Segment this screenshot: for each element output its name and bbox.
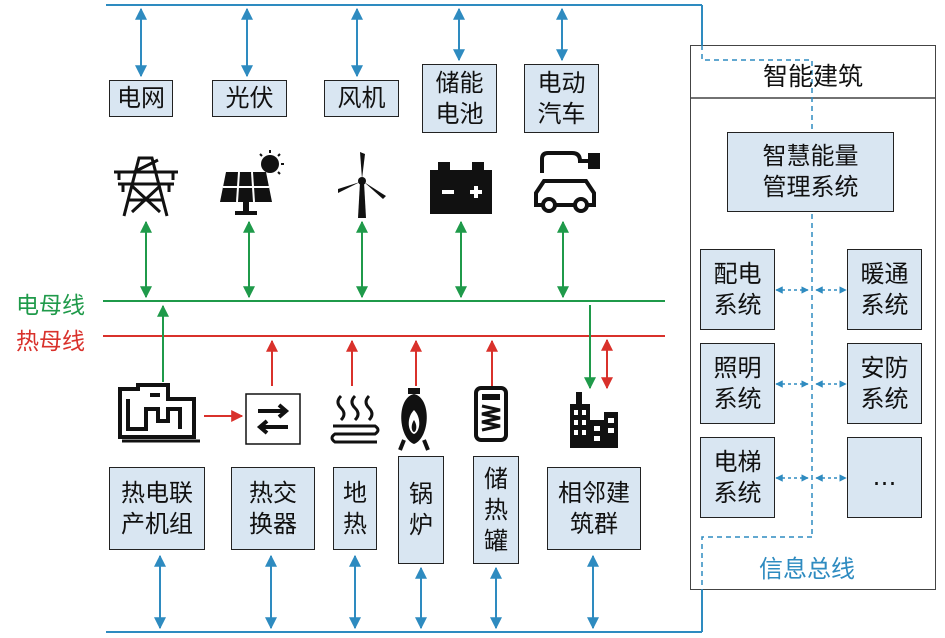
subsystem-hvac: 暖通 系统 (847, 249, 922, 330)
geothermal-icon (330, 394, 380, 444)
heat-bus-label: 热母线 (16, 329, 85, 355)
chp-unit-icon (118, 383, 200, 443)
source-box-pv: 光伏 (212, 80, 287, 117)
electric-car-icon (534, 151, 600, 213)
heat-storage-tank-icon (474, 386, 508, 442)
subsystem-power-distribution: 配电 系统 (700, 249, 775, 330)
subsystem-elevator: 电梯 系统 (700, 437, 775, 518)
transmission-tower-icon (114, 156, 178, 217)
load-box-heat-exchanger: 热交 换器 (231, 467, 315, 550)
load-box-heat-storage: 储 热 罐 (473, 456, 519, 564)
energy-management-box: 智慧能量 管理系统 (727, 132, 894, 212)
boiler-icon (398, 388, 430, 451)
subsystem-security: 安防 系统 (847, 343, 922, 424)
heat-exchanger-icon (245, 393, 301, 445)
subsystem-lighting: 照明 系统 (700, 343, 775, 424)
smart-building-title: 智能建筑 (762, 62, 863, 91)
info-bus-label: 信息总线 (759, 555, 855, 583)
subsystem-more: … (847, 437, 922, 518)
load-box-geothermal: 地 热 (333, 467, 377, 550)
wind-turbine-icon (338, 152, 386, 218)
source-box-battery: 储能 电池 (422, 64, 497, 133)
load-box-boiler: 锅 炉 (398, 456, 444, 564)
source-box-grid: 电网 (109, 80, 173, 117)
solar-panel-icon (220, 150, 284, 215)
battery-icon (430, 162, 492, 214)
load-box-chp: 热电联 产机组 (109, 467, 205, 550)
source-box-ev: 电动 汽车 (524, 64, 599, 133)
electric-bus-label: 电母线 (16, 293, 85, 319)
source-box-wind: 风机 (324, 80, 399, 117)
load-box-buildings: 相邻建 筑群 (547, 467, 641, 550)
buildings-icon (570, 392, 618, 448)
